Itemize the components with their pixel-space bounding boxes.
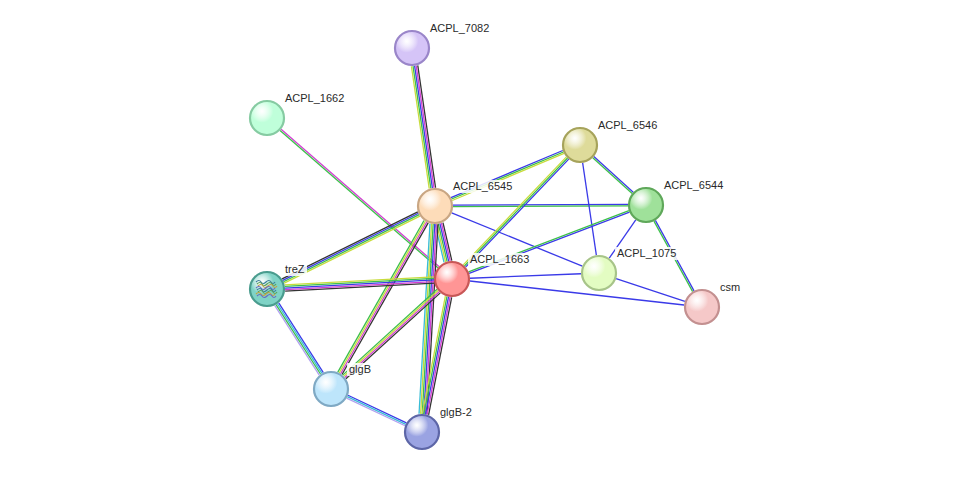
- node-label: treZ: [283, 263, 307, 276]
- evidence-strand: [416, 66, 434, 188]
- protein-node: ACPL_1075: [581, 255, 617, 291]
- evidence-strand: [347, 397, 405, 425]
- node-label: ACPL_7082: [428, 22, 491, 35]
- interaction-edge: [583, 163, 597, 255]
- evidence-strand: [285, 278, 434, 286]
- node-label: glgB: [347, 363, 373, 376]
- evidence-strand: [466, 159, 569, 267]
- protein-node: ACPL_6545: [417, 188, 453, 224]
- node-circle: [581, 255, 617, 291]
- evidence-strand: [427, 297, 450, 415]
- evidence-strand: [285, 277, 434, 285]
- protein-node: treZ: [249, 271, 285, 307]
- evidence-strand: [282, 212, 418, 279]
- node-circle: [434, 261, 470, 297]
- interaction-edge: [285, 277, 434, 291]
- evidence-strand: [413, 66, 431, 188]
- interaction-edge: [463, 157, 568, 267]
- evidence-strand: [452, 213, 583, 266]
- node-circle: [249, 271, 285, 307]
- node-circle: [684, 289, 720, 325]
- interaction-edge: [422, 296, 451, 415]
- node-circle: [562, 127, 598, 163]
- interaction-edge: [275, 303, 324, 375]
- protein-node: ACPL_6546: [562, 127, 598, 163]
- evidence-strand: [463, 157, 566, 265]
- evidence-strand: [424, 296, 447, 414]
- protein-node: csm: [684, 289, 720, 325]
- node-circle: [417, 188, 453, 224]
- evidence-strand: [339, 221, 425, 373]
- evidence-strand: [593, 158, 632, 194]
- protein-node: glgB: [313, 371, 349, 407]
- evidence-strand: [583, 163, 597, 255]
- node-label: ACPL_1663: [468, 253, 531, 266]
- interaction-edge: [470, 274, 581, 279]
- evidence-strand: [346, 293, 440, 379]
- evidence-strand: [594, 157, 633, 193]
- evidence-strand: [348, 395, 406, 423]
- evidence-strand: [342, 223, 428, 375]
- evidence-strand: [470, 274, 581, 279]
- evidence-strand: [343, 289, 437, 375]
- interaction-edge: [338, 220, 428, 374]
- node-label: ACPL_6545: [451, 180, 514, 193]
- node-label: csm: [718, 281, 742, 294]
- interaction-edge: [343, 289, 441, 378]
- protein-node: glgB-2: [404, 414, 440, 450]
- node-circle: [628, 187, 664, 223]
- interaction-edge: [593, 157, 633, 194]
- evidence-strand: [347, 398, 405, 426]
- node-label: ACPL_1662: [283, 92, 346, 105]
- protein-node: ACPL_7082: [394, 30, 430, 66]
- evidence-strand: [275, 305, 320, 375]
- protein-node: ACPL_1662: [249, 100, 285, 136]
- interaction-edge: [347, 395, 407, 426]
- node-label: ACPL_1075: [615, 247, 678, 260]
- interaction-edge: [411, 65, 435, 188]
- evidence-strand: [453, 205, 628, 207]
- evidence-strand: [411, 66, 429, 188]
- interaction-edge: [616, 279, 685, 302]
- evidence-strand: [470, 281, 684, 305]
- interaction-edge: [470, 281, 684, 305]
- protein-node: ACPL_1663: [434, 261, 470, 297]
- evidence-strand: [345, 292, 439, 378]
- node-label: glgB-2: [438, 406, 474, 419]
- evidence-strand: [451, 151, 563, 198]
- evidence-strand: [415, 66, 433, 188]
- evidence-strand: [464, 158, 567, 266]
- evidence-strand: [276, 305, 321, 375]
- node-label: ACPL_6546: [596, 119, 659, 132]
- evidence-strand: [344, 291, 438, 377]
- node-circle: [249, 100, 285, 136]
- evidence-strand: [453, 204, 628, 206]
- node-circle: [404, 414, 440, 450]
- evidence-strand: [429, 297, 452, 415]
- evidence-strand: [452, 152, 564, 199]
- evidence-strand: [341, 222, 427, 374]
- evidence-strand: [277, 304, 322, 374]
- evidence-strand: [338, 220, 424, 372]
- protein-node: ACPL_6544: [628, 187, 664, 223]
- evidence-strand: [425, 297, 448, 415]
- interaction-edge: [451, 151, 564, 201]
- node-circle: [313, 371, 349, 407]
- evidence-strand: [616, 279, 685, 302]
- evidence-strand: [279, 303, 324, 373]
- node-label: ACPL_6544: [662, 179, 725, 192]
- interaction-edge: [452, 213, 583, 266]
- interaction-edge: [453, 204, 628, 206]
- evidence-strand: [422, 296, 445, 414]
- node-circle: [394, 30, 430, 66]
- interaction-edge: [419, 224, 438, 415]
